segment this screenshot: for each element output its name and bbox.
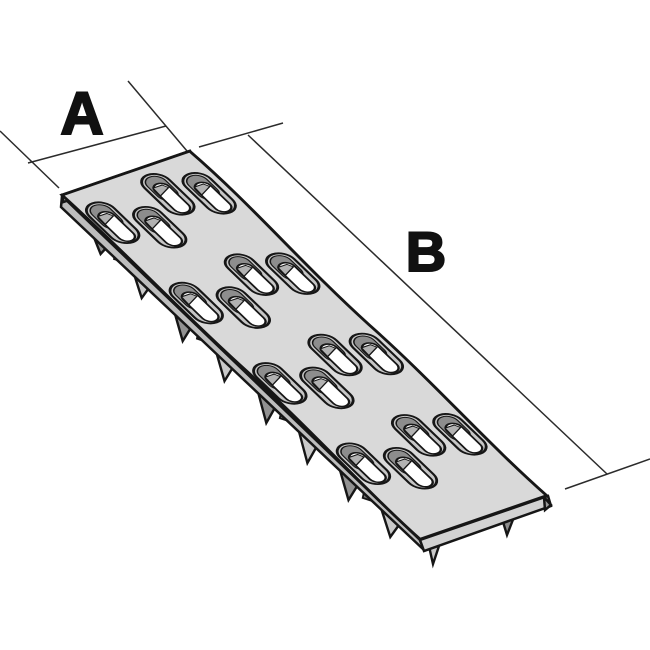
corner-wedge <box>542 493 553 513</box>
extension-line <box>127 80 188 152</box>
dimension-line <box>247 134 608 475</box>
extension-line <box>0 130 60 189</box>
dimension-b-label: B <box>406 220 446 283</box>
dimension-a <box>0 80 188 189</box>
plate <box>59 149 550 541</box>
dimension-line <box>27 125 167 164</box>
plate-top-face <box>59 149 550 541</box>
extension-line <box>564 458 650 490</box>
dimension-b <box>198 122 650 490</box>
extension-line <box>198 122 284 148</box>
dimension-a-label: A <box>60 80 103 147</box>
